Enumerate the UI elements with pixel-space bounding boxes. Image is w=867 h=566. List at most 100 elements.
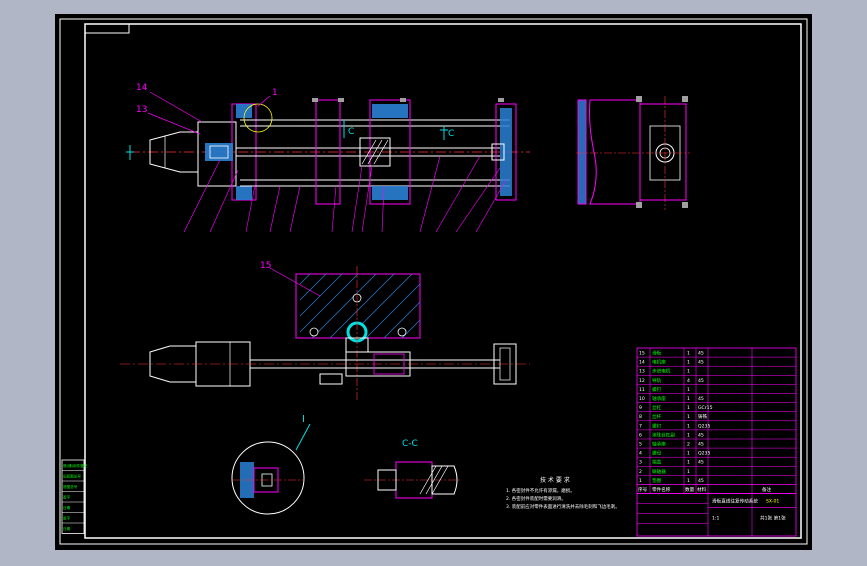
section-title: C-C bbox=[402, 439, 418, 449]
detail-label: I bbox=[302, 414, 305, 425]
bom-cell-no: 1 bbox=[639, 478, 642, 484]
bom-cell-name: 导轨 bbox=[652, 377, 662, 384]
bom-cell-name: 电机座 bbox=[652, 359, 666, 366]
bom-cell-qty: 1 bbox=[687, 360, 690, 366]
bom-cell-material: 45 bbox=[698, 442, 704, 448]
tech-note-3: 3. 装配前应对零件表面进行清洗并去除毛刺和飞边毛刺。 bbox=[506, 503, 620, 510]
bom-cell-name: 轴承座 bbox=[652, 395, 666, 402]
bom-header-qty: 数量 bbox=[685, 486, 695, 493]
left-strip-cell: 借(通)用件登记 bbox=[63, 463, 88, 468]
bom-cell-qty: 1 bbox=[687, 414, 690, 420]
bom-cell-material: 45 bbox=[698, 351, 704, 357]
part-leaders bbox=[183, 155, 507, 233]
bom-cell-name: 螺钉 bbox=[652, 386, 662, 393]
code-box bbox=[84, 23, 130, 34]
bom-header-no: 序号 bbox=[638, 486, 648, 493]
bom-cell-material: 45 bbox=[698, 360, 704, 366]
bom-cell-name: 联轴器 bbox=[652, 468, 666, 475]
bom-cell-no: 9 bbox=[639, 405, 642, 411]
balloon-14: 14 bbox=[136, 83, 148, 93]
balloon-1: 1 bbox=[272, 88, 278, 98]
bom-cell-name: 轴承座 bbox=[652, 441, 666, 448]
bom-cell-no: 11 bbox=[639, 387, 645, 393]
bom-cell-qty: 1 bbox=[687, 405, 690, 411]
top-view: 15 bbox=[120, 261, 530, 400]
bom-cell-qty: 1 bbox=[687, 369, 690, 375]
bom-cell-qty: 2 bbox=[687, 442, 690, 448]
bom-cell-no: 4 bbox=[639, 451, 642, 457]
bom-cell-material: 铸铁 bbox=[698, 413, 708, 420]
bom-header-remark: 备注 bbox=[762, 486, 772, 493]
bom-header-material: 材料 bbox=[697, 486, 707, 493]
tech-note-1: 1. 各密封件不允许有渗漏，磨损。 bbox=[506, 487, 575, 494]
left-strip-cell: 签字 bbox=[63, 495, 71, 500]
left-strip-cell: 旧底图总号 bbox=[63, 474, 81, 479]
bom-cell-material: 45 bbox=[698, 432, 704, 438]
nut-thread-hatch bbox=[361, 139, 389, 165]
bom-cell-name: 步进电机 bbox=[652, 368, 671, 375]
main-assembly-view: C C 14 13 1 bbox=[126, 83, 530, 233]
bom-cell-name: 螺钉 bbox=[652, 422, 662, 429]
balloon-13: 13 bbox=[136, 105, 147, 115]
bom-cell-qty: 1 bbox=[687, 396, 690, 402]
bom-cell-no: 3 bbox=[639, 460, 642, 466]
sheet-border bbox=[59, 18, 808, 545]
bom-cell-qty: 1 bbox=[687, 451, 690, 457]
drawing-canvas bbox=[55, 14, 812, 550]
left-strip-cell: 底图总号 bbox=[63, 484, 78, 489]
technical-requirements: 技 术 要 求 1. 各密封件不允许有渗漏，磨损。 2. 各密封件装配时需要润滑… bbox=[506, 476, 620, 510]
bom-cell-qty: 1 bbox=[687, 351, 690, 357]
bom-cell-no: 10 bbox=[639, 396, 645, 402]
bom-cell-no: 2 bbox=[639, 469, 642, 475]
bom-cell-name: 丝杆 bbox=[652, 413, 662, 420]
title-block-drawing-no: SX-01 bbox=[766, 499, 779, 505]
left-strip-cell: 签字 bbox=[63, 516, 71, 521]
section-marker-right: C bbox=[448, 129, 454, 139]
bom-cell-no: 8 bbox=[639, 414, 642, 420]
inner-frame bbox=[84, 23, 802, 539]
bom-cell-material: 45 bbox=[698, 396, 704, 402]
section-c-c-view: C-C bbox=[364, 439, 462, 499]
bom-cell-name: 丝杠 bbox=[652, 404, 662, 411]
bom-cell-qty: 4 bbox=[687, 378, 690, 384]
tech-note-2: 2. 各密封件装配时需要润滑。 bbox=[506, 495, 566, 502]
balloon-15: 15 bbox=[260, 261, 271, 271]
housing-hatch bbox=[236, 104, 252, 200]
bom-cell-no: 13 bbox=[639, 369, 645, 375]
bom-cell-qty: 1 bbox=[687, 460, 690, 466]
bom-cell-material: Q235 bbox=[698, 451, 710, 457]
bom-cell-qty: 1 bbox=[687, 469, 690, 475]
detail-view-i: I bbox=[231, 414, 311, 515]
bom-cell-qty: 1 bbox=[687, 478, 690, 484]
title-block-scale: 1:1 bbox=[712, 516, 719, 522]
bom-cell-name: 螺母 bbox=[652, 450, 662, 457]
bom-cell-material: 45 bbox=[698, 460, 704, 466]
bom-cell-material: 45 bbox=[698, 378, 704, 384]
bom-cell-qty: 1 bbox=[687, 423, 690, 429]
title-block-name: 滑板直线往复传动系统 bbox=[712, 498, 758, 505]
bom-header-name: 零件名称 bbox=[652, 486, 671, 493]
bom-cell-no: 15 bbox=[639, 351, 645, 357]
bom-cell-material: 45 bbox=[698, 478, 704, 484]
bom-cell-qty: 1 bbox=[687, 432, 690, 438]
bom-cell-no: 6 bbox=[639, 432, 642, 438]
bom-cell-material: Q235 bbox=[698, 423, 710, 429]
side-view bbox=[576, 96, 690, 210]
bom-cell-material: GCr15 bbox=[698, 405, 713, 411]
bom-cell-name: 端盖 bbox=[652, 459, 662, 466]
left-strip-cell: 日期 bbox=[63, 526, 71, 531]
tech-notes-title: 技 术 要 求 bbox=[540, 476, 570, 484]
left-strip-cell: 日期 bbox=[63, 505, 71, 510]
section-marker-left: C bbox=[348, 127, 354, 137]
bom-cell-no: 5 bbox=[639, 442, 642, 448]
title-block-sheet: 共1张 第1张 bbox=[760, 515, 786, 522]
bom-cell-no: 14 bbox=[639, 360, 645, 366]
bom-cell-no: 7 bbox=[639, 423, 642, 429]
bom-cell-name: 滑板 bbox=[652, 350, 662, 357]
bom-cell-qty: 1 bbox=[687, 387, 690, 393]
bom-cell-name: 滚珠丝杠副 bbox=[652, 431, 675, 438]
